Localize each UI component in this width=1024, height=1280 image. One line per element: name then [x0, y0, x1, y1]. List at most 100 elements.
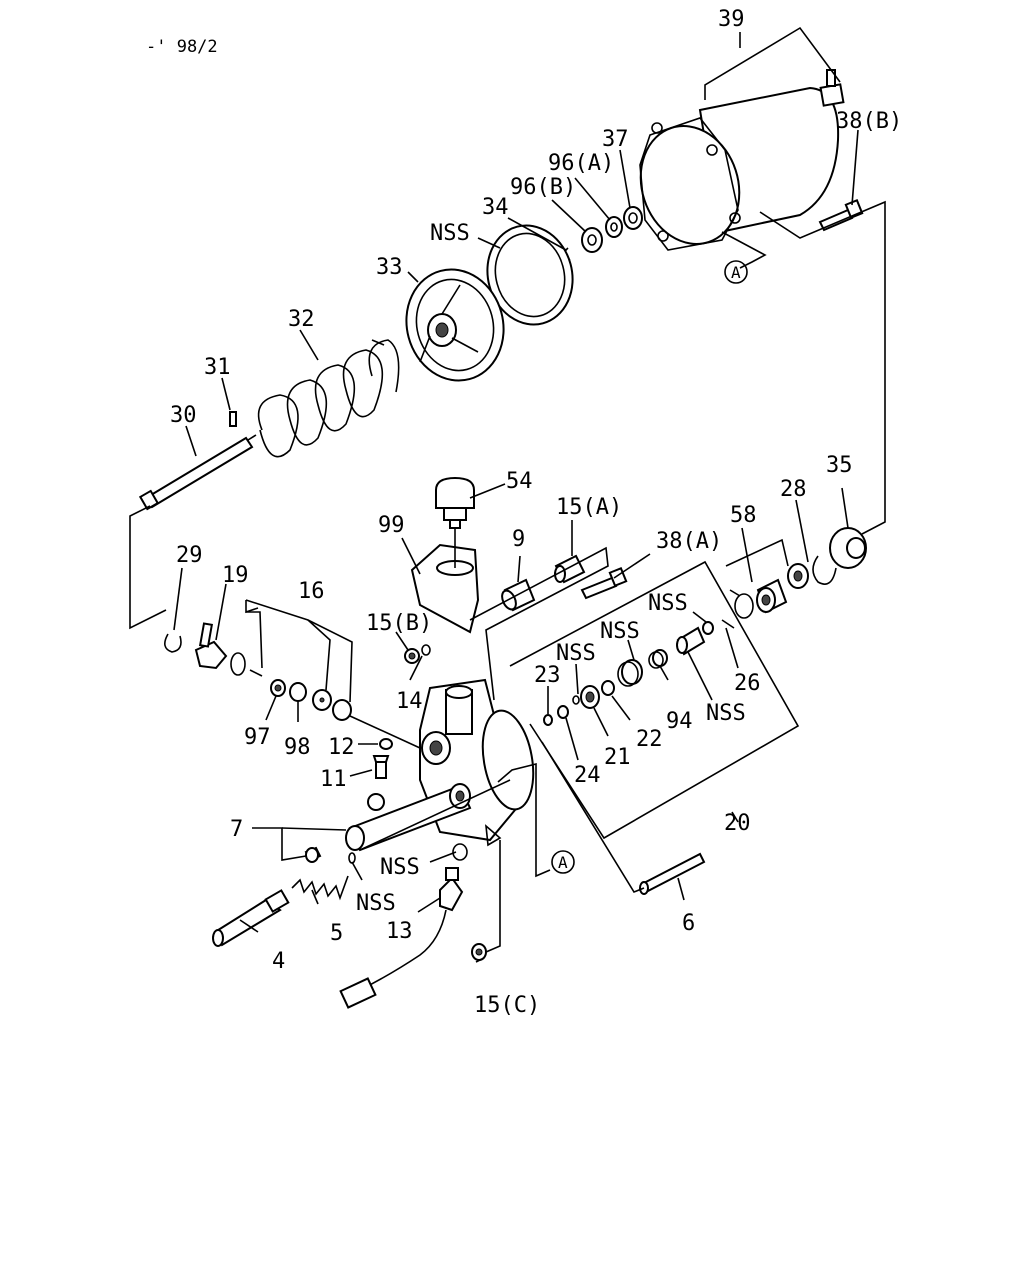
part-11-bleeder	[372, 755, 390, 779]
label-58: 58	[730, 503, 757, 528]
part-valve-housing	[345, 678, 535, 852]
part-19-fitting	[194, 622, 228, 670]
part-24-spring	[557, 705, 569, 719]
part-13-switch	[339, 867, 464, 1009]
part-15b-nut	[404, 648, 420, 664]
label-6: 6	[682, 911, 695, 936]
label-nss-4: NSS	[556, 641, 596, 666]
label-nss-7: NSS	[356, 891, 396, 916]
label-39: 39	[718, 7, 745, 32]
label-9: 9	[512, 527, 525, 552]
part-30-rod	[138, 434, 257, 511]
part-28-bearing	[787, 563, 809, 589]
label-15b: 15(B)	[366, 611, 432, 636]
part-14-washer	[421, 644, 431, 656]
part-16-washer	[312, 689, 332, 711]
label-94: 94	[666, 709, 693, 734]
part-nss-small-4	[348, 852, 356, 864]
part-nss-small-3	[572, 695, 580, 705]
part-nss-diaphragm	[486, 224, 574, 326]
part-nss-small-2	[617, 659, 643, 687]
label-16: 16	[298, 579, 325, 604]
label-26: 26	[734, 671, 761, 696]
label-30: 30	[170, 403, 197, 428]
label-nss-5: NSS	[706, 701, 746, 726]
part-15a-nut	[554, 554, 586, 584]
label-98: 98	[284, 735, 311, 760]
part-39-housing	[639, 69, 845, 251]
part-nss-washer	[452, 843, 468, 861]
ref-a-bottom-label: A	[558, 853, 568, 872]
part-37-bearing	[623, 206, 643, 230]
label-15a: 15(A)	[556, 495, 622, 520]
label-29: 29	[176, 543, 203, 568]
part-32-spring	[257, 339, 400, 458]
label-nss-3: NSS	[600, 619, 640, 644]
label-24: 24	[574, 763, 601, 788]
part-16-o-ring	[230, 652, 246, 676]
part-35-seat	[829, 527, 867, 569]
label-23: 23	[534, 663, 561, 688]
label-37: 37	[602, 127, 629, 152]
part-15c-nut	[471, 943, 487, 961]
label-33: 33	[376, 255, 403, 280]
part-26-pin	[721, 619, 735, 629]
part-22-ring	[601, 680, 615, 696]
part-4-boot	[212, 889, 290, 947]
label-32: 32	[288, 307, 315, 332]
label-5: 5	[330, 921, 343, 946]
part-96b-washer	[581, 227, 603, 253]
part-94-spring	[648, 649, 668, 669]
part-nss-small-1	[702, 621, 714, 635]
part-98-sleeve	[289, 682, 307, 702]
label-96b: 96(B)	[510, 175, 576, 200]
label-31: 31	[204, 355, 231, 380]
label-20: 20	[724, 811, 751, 836]
part-6-pin	[639, 852, 706, 895]
part-9-sleeve	[501, 578, 536, 612]
ref-a-top: A	[724, 260, 748, 284]
part-16-pin	[249, 669, 263, 677]
label-97: 97	[244, 725, 271, 750]
part-29-ring	[164, 633, 182, 653]
part-12-cap	[379, 738, 393, 750]
label-34: 34	[482, 195, 509, 220]
part-38a-bolt	[580, 566, 628, 600]
label-99: 99	[378, 513, 405, 538]
part-97-nut	[270, 679, 286, 697]
part-33-piston	[405, 268, 505, 382]
label-96a: 96(A)	[548, 151, 614, 176]
ref-a-bottom: A	[551, 850, 575, 874]
label-4: 4	[272, 949, 285, 974]
label-11: 11	[320, 767, 347, 792]
label-38a: 38(A)	[656, 529, 722, 554]
label-22: 22	[636, 727, 663, 752]
label-7: 7	[230, 817, 243, 842]
part-16-seal	[332, 699, 352, 721]
part-21-seal	[580, 685, 600, 709]
label-14: 14	[396, 689, 423, 714]
revision-note: -' 98/2	[146, 37, 218, 57]
label-38b: 38(B)	[836, 109, 902, 134]
part-58-bushing	[756, 578, 788, 614]
label-19: 19	[222, 563, 249, 588]
label-21: 21	[604, 745, 631, 770]
label-13: 13	[386, 919, 413, 944]
label-nss-diaphragm: NSS	[430, 221, 470, 246]
part-28-snap-ring	[812, 555, 837, 585]
label-28: 28	[780, 477, 807, 502]
part-7-plug	[304, 846, 322, 863]
part-96a-washer	[605, 216, 623, 238]
leader-lines	[129, 26, 886, 963]
part-31-pin	[229, 411, 237, 427]
part-5-spring	[291, 875, 349, 901]
part-58-o-ring	[734, 593, 754, 619]
label-15c: 15(C)	[474, 993, 540, 1018]
label-nss-2: NSS	[648, 591, 688, 616]
label-35: 35	[826, 453, 853, 478]
label-12: 12	[328, 735, 355, 760]
part-23-ball	[543, 714, 553, 726]
part-valve-body	[676, 626, 706, 656]
